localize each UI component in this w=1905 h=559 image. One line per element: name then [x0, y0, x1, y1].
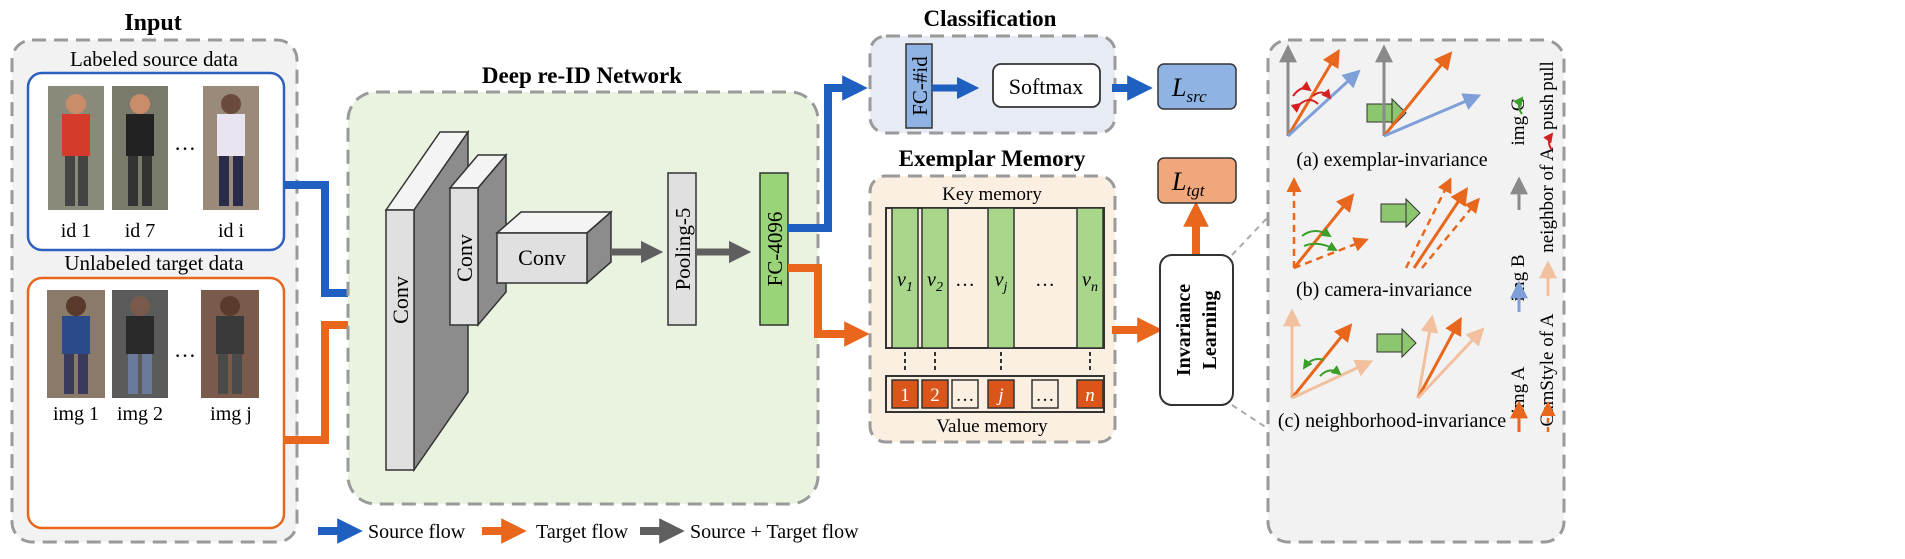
- zoom-line-top: [1231, 214, 1271, 256]
- target-flow-arrow-mem: [788, 264, 870, 347]
- svg-text:Ltgt: Ltgt: [1171, 167, 1206, 200]
- legend-shared-flow: Source + Target flow: [690, 521, 859, 543]
- source-image-3: [203, 86, 259, 210]
- source-label-2: id 7: [125, 220, 156, 242]
- legend-pull-arrow: [1513, 96, 1524, 115]
- target-label-3: img j: [210, 403, 252, 425]
- legend-camstyle: CamStyle of A: [1537, 313, 1558, 426]
- memory-title: Exemplar Memory: [899, 146, 1086, 171]
- panel-b-vectors: [1286, 177, 1480, 270]
- softmax-label: Softmax: [1009, 74, 1084, 99]
- key-memory-cells: v1 v2 … vj … vn: [891, 207, 1104, 372]
- invariance-label-1: Invariance: [1173, 284, 1195, 376]
- invariance-panels: (a) exemplar-invariance (b) camera-invar…: [1266, 38, 1566, 544]
- pooling-label: Pooling-5: [671, 208, 695, 291]
- source-label-3: id i: [218, 220, 245, 242]
- pooling-layer: Pooling-5: [667, 172, 697, 326]
- panel-b-label: (b) camera-invariance: [1296, 279, 1472, 301]
- key-cell: [891, 207, 919, 349]
- input-section: Input Labeled source data … id 1 id 7 id…: [10, 10, 299, 544]
- source-image-2: [112, 86, 168, 210]
- legend-pull: pull: [1537, 61, 1558, 91]
- target-image-3: [201, 290, 259, 398]
- value-cell-label: 1: [900, 385, 910, 406]
- target-image-1: [47, 290, 105, 398]
- fc-4096-label: FC-4096: [763, 212, 787, 287]
- key-cell-label: vj: [995, 269, 1008, 295]
- value-cell-label: …: [1036, 385, 1055, 406]
- target-label-2: img 2: [117, 403, 163, 425]
- value-cell: [921, 379, 949, 409]
- key-cell: [921, 207, 949, 349]
- key-cell-label: …: [955, 269, 975, 291]
- target-label-1: img 1: [53, 403, 99, 425]
- flow-legend: Source flow Target flow Source + Target …: [318, 518, 859, 544]
- panel-a-label: (a) exemplar-invariance: [1296, 149, 1487, 171]
- source-label-1: id 1: [61, 220, 92, 242]
- loss-tgt: Ltgt: [1157, 157, 1237, 204]
- fc-4096-layer: FC-4096: [759, 172, 789, 326]
- invariance-legend: img C img B img A pull neighbor of A Cam…: [1508, 61, 1558, 432]
- value-memory-box: [885, 375, 1105, 413]
- loss-src: Lsrc: [1157, 63, 1237, 110]
- key-cell-label: vn: [1082, 269, 1098, 295]
- zoom-line-bottom: [1231, 404, 1271, 431]
- source-flow-arrow-cls: [788, 75, 868, 232]
- legend-img-c: img C: [1508, 99, 1529, 146]
- value-cell: [987, 379, 1015, 409]
- value-cell-label: n: [1085, 385, 1095, 406]
- target-ellipsis: …: [174, 337, 196, 362]
- network-section: Deep re-ID Network Conv Conv Conv Poolin: [346, 63, 820, 506]
- value-cell: [951, 379, 979, 409]
- value-cell-label: 2: [930, 385, 940, 406]
- source-ellipsis: …: [174, 130, 196, 155]
- network-title: Deep re-ID Network: [482, 63, 682, 88]
- value-memory-label: Value memory: [936, 416, 1048, 437]
- panel-c-label: (c) neighborhood-invariance: [1278, 410, 1506, 432]
- legend-push: push: [1537, 94, 1558, 130]
- panel-a-vectors: [1279, 44, 1482, 138]
- labeled-source-label: Labeled source data: [70, 47, 239, 71]
- invariance-panel: [1266, 38, 1566, 544]
- legend-neighbor: neighbor of A: [1537, 147, 1558, 253]
- key-cell: [1076, 207, 1104, 349]
- fc-id-label: FC-#id: [908, 56, 932, 116]
- softmax-box: [992, 63, 1101, 108]
- key-cell: [987, 207, 1015, 349]
- key-memory-label: Key memory: [942, 184, 1042, 205]
- key-cell-label: …: [1035, 269, 1055, 291]
- conv-3-label: Conv: [518, 245, 566, 270]
- invariance-label-2: Learning: [1199, 291, 1221, 370]
- source-image-1: [48, 86, 104, 210]
- legend-target-flow: Target flow: [536, 521, 629, 543]
- classification-section: Classification FC-#id Softmax: [868, 6, 1117, 135]
- conv-layer-1: Conv: [384, 129, 470, 473]
- key-cell-label: v1: [897, 269, 913, 295]
- key-cell-label: v2: [927, 269, 943, 295]
- input-title: Input: [124, 10, 181, 36]
- conv-layer-3: Conv: [495, 210, 613, 285]
- value-cell: [891, 379, 919, 409]
- target-image-2: [112, 290, 168, 398]
- invariance-block: Invariance Learning: [1159, 254, 1234, 406]
- unlabeled-target-label: Unlabeled target data: [64, 251, 244, 275]
- value-cell: [1031, 379, 1059, 409]
- value-cell: [1076, 379, 1104, 409]
- svg-text:Lsrc: Lsrc: [1171, 73, 1207, 106]
- legend-push-arrow: [1543, 132, 1554, 151]
- value-cell-label: …: [956, 385, 975, 406]
- classification-title: Classification: [924, 6, 1057, 31]
- conv-1-label: Conv: [388, 276, 413, 324]
- legend-source-flow: Source flow: [368, 521, 466, 543]
- panel-c-vectors: [1283, 308, 1485, 400]
- value-cell-label: j: [995, 385, 1003, 406]
- conv-2-label: Conv: [452, 234, 477, 282]
